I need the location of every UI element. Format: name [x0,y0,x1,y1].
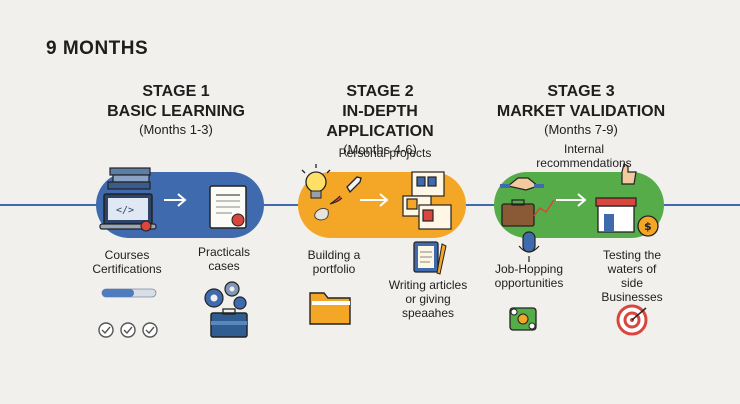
laptop-books-icon: </> [99,167,157,232]
stage2-label-top: Personal projects [338,146,432,160]
certificate-icon [209,185,247,229]
network-icon [509,307,537,331]
handshake-icon [500,177,544,191]
briefcase-growth-icon [501,199,555,227]
stage3-heading: STAGE 3 [547,83,615,100]
folder-icon [309,292,351,325]
stage2-months: (Months 4-6) [343,142,417,157]
target-icon [616,304,648,336]
thumbs-up-icon [621,163,637,185]
stage2-label-right: Writing articles or giving speaahes [388,278,468,320]
rocket-icon [314,176,362,221]
stage3-arrow [556,193,587,207]
stage1-name: BASIC LEARNING [107,103,245,120]
svg-text:</>: </> [116,205,134,216]
gears-toolbox-icon [204,281,248,338]
dollar-coin-icon: $ [637,215,659,237]
stage2-arrow [360,193,389,207]
progress-bar-icon [101,288,157,298]
stage1-months: (Months 1-3) [139,122,213,137]
notebook-pen-icon [413,241,447,275]
stage1-arrow [164,193,187,207]
microphone-icon [518,231,540,262]
checkmarks-icon [98,322,158,338]
page-title: 9 MONTHS [46,38,149,59]
stage3-label-right: Testing the waters of side Businesses [601,248,663,304]
stage2-header: STAGE 2 IN-DEPTH APPLICATION (Months 4-6… [290,82,470,157]
stage1-heading: STAGE 1 [142,83,210,100]
portfolio-cards-icon [402,171,452,230]
stage3-header: STAGE 3 MARKET VALIDATION (Months 7-9) [496,82,666,137]
stage2-heading: STAGE 2 [346,83,414,100]
svg-text:$: $ [644,220,652,233]
stage1-header: STAGE 1 BASIC LEARNING (Months 1-3) [96,82,256,137]
lightbulb-icon [301,164,331,199]
stage3-label-left: Job-Hopping opportunities [494,262,564,290]
stage3-months: (Months 7-9) [544,122,618,137]
stage3-label-top: Internal recommendations [536,142,632,170]
stage3-name: MARKET VALIDATION [496,103,666,120]
shop-icon [595,197,637,233]
stage2-label-left: Building a portfolio [307,248,361,276]
stage1-label-right: Practicals cases [197,245,250,273]
stage2-name: IN-DEPTH APPLICATION [326,103,434,140]
stage1-label-left: Courses Certifications [92,248,162,276]
